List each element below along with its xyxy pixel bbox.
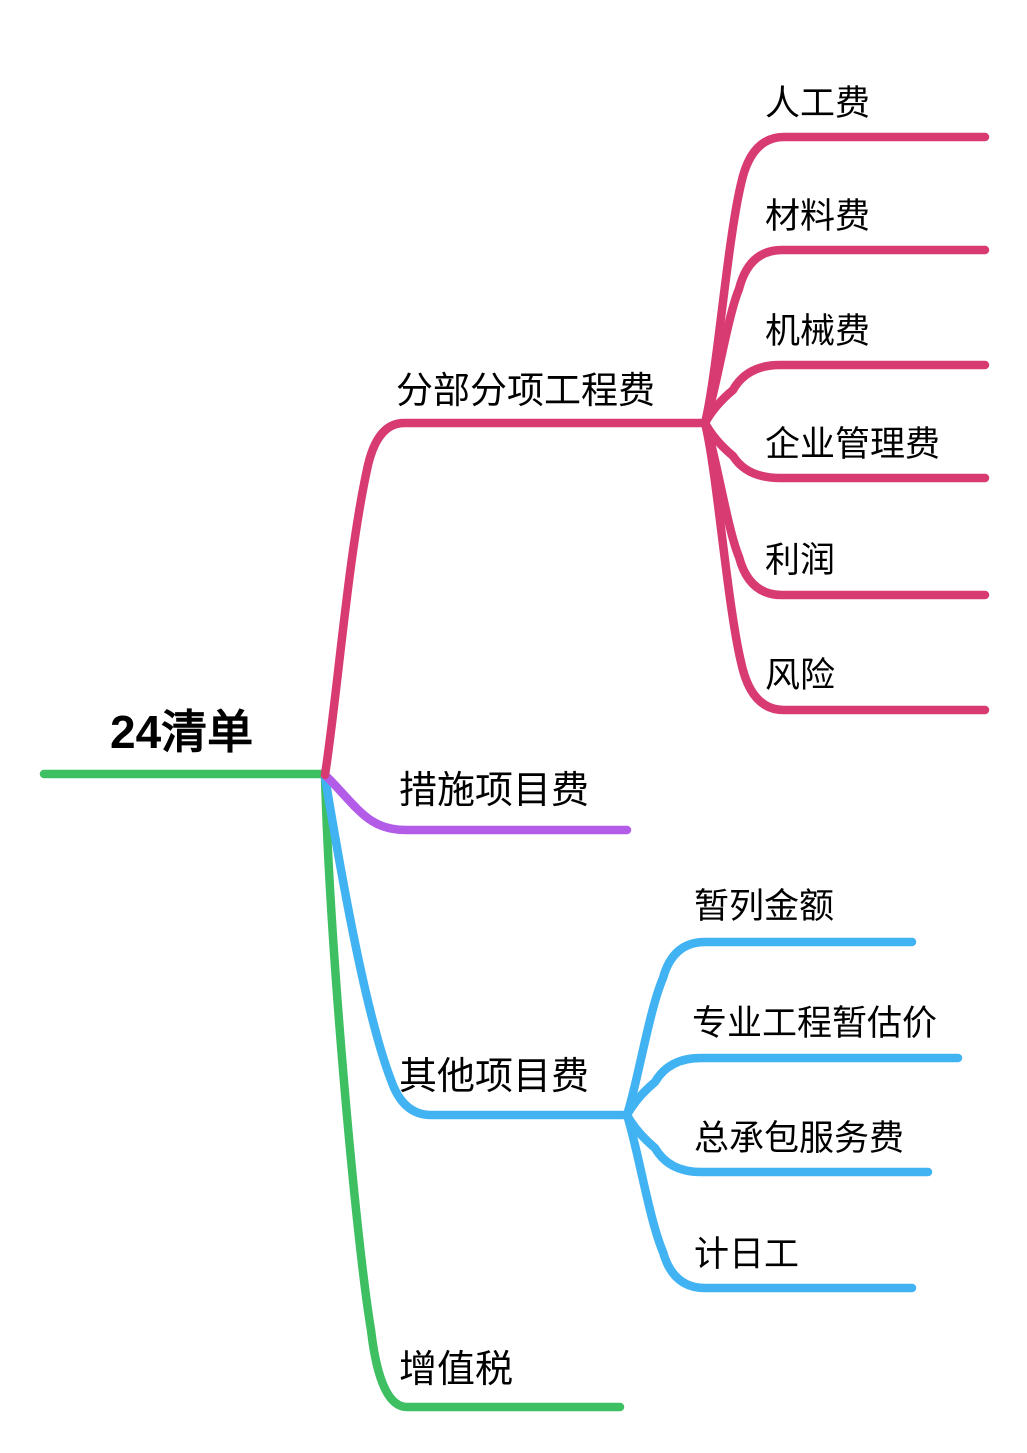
- branch-other-connector: [320, 772, 632, 1120]
- child-estimated-price-label[interactable]: 专业工程暂估价: [692, 1004, 938, 1043]
- branch-other-label[interactable]: 其他项目费: [399, 1056, 590, 1098]
- child-daywork-label[interactable]: 计日工: [694, 1235, 800, 1274]
- branch-measure-label[interactable]: 措施项目费: [399, 770, 590, 812]
- child-daywork-connector: [622, 1110, 917, 1293]
- child-management-label[interactable]: 企业管理费: [765, 425, 941, 464]
- root-node-label[interactable]: 24清单: [110, 706, 254, 758]
- child-machinery-connector: [700, 360, 990, 428]
- child-contracting-service-label[interactable]: 总承包服务费: [694, 1119, 905, 1158]
- child-material-connector: [700, 245, 990, 428]
- branch-vat-label[interactable]: 增值税: [399, 1349, 514, 1391]
- child-labor-label[interactable]: 人工费: [765, 84, 871, 123]
- child-risk-connector: [700, 418, 990, 715]
- child-material-label[interactable]: 材料费: [765, 197, 871, 236]
- branch-vat-connector: [320, 771, 625, 1412]
- child-provisional-sum-label[interactable]: 暂列金额: [694, 887, 835, 926]
- branch-subitem-connector: [320, 418, 710, 780]
- child-risk-label[interactable]: 风险: [765, 656, 836, 695]
- child-machinery-label[interactable]: 机械费: [765, 312, 871, 351]
- branch-measure-connector: [321, 771, 632, 835]
- child-estimated-price-connector: [622, 1053, 963, 1120]
- child-profit-label[interactable]: 利润: [765, 541, 836, 580]
- branch-subitem-label[interactable]: 分部分项工程费: [396, 370, 655, 411]
- child-provisional-sum-connector: [622, 937, 917, 1120]
- child-labor-connector: [700, 132, 990, 428]
